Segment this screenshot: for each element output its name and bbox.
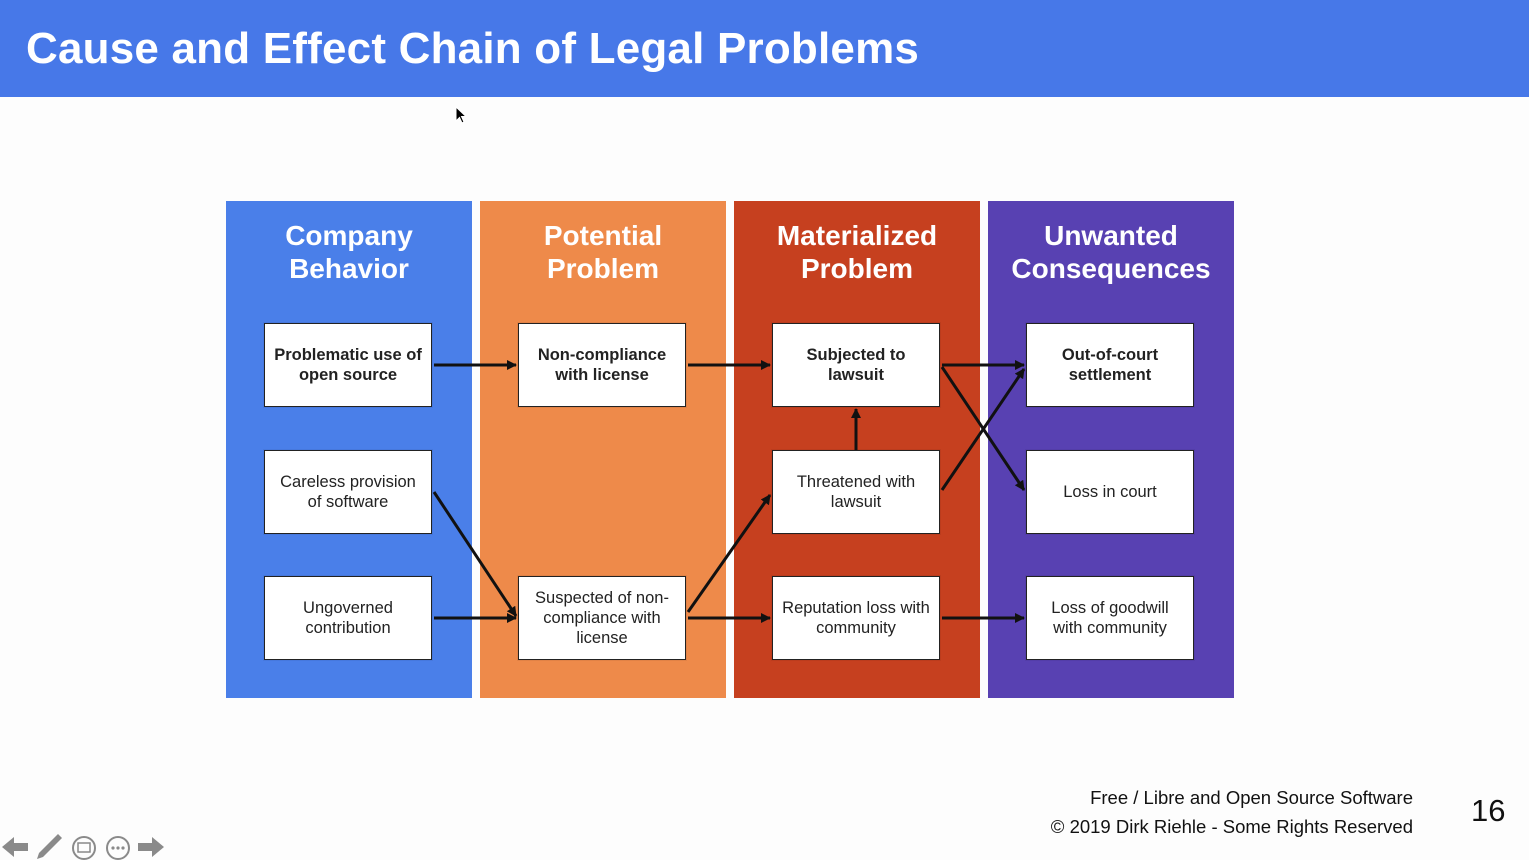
box-careless-provision: Careless provision of software	[264, 450, 432, 534]
column-title: Company Behavior	[285, 220, 413, 284]
previous-arrow-icon[interactable]	[2, 837, 28, 857]
arrow-careless-to-suspected	[432, 491, 518, 617]
slide-header: Cause and Effect Chain of Legal Problems	[0, 0, 1529, 97]
mouse-cursor-icon	[455, 106, 468, 124]
box-loss-goodwill: Loss of goodwill with community	[1026, 576, 1194, 660]
footer-line1: Free / Libre and Open Source Software	[1090, 787, 1413, 808]
box-ungoverned-contribution: Ungoverned contribution	[264, 576, 432, 660]
box-threatened-lawsuit: Threatened with lawsuit	[772, 450, 940, 534]
box-non-compliance: Non-compliance with license	[518, 323, 686, 407]
more-icon[interactable]	[106, 836, 130, 860]
column-title: Potential Problem	[543, 220, 663, 284]
box-problematic-use: Problematic use of open source	[264, 323, 432, 407]
slides-icon[interactable]	[72, 836, 96, 860]
column-title: Unwanted Consequences	[1011, 220, 1211, 284]
page-number: 16	[1471, 793, 1506, 828]
box-suspected-non-compliance: Suspected of non-compliance with license	[518, 576, 686, 660]
arrow-suspected-to-threatened	[686, 494, 772, 613]
box-subjected-lawsuit: Subjected to lawsuit	[772, 323, 940, 407]
footer-line2: © 2019 Dirk Riehle - Some Rights Reserve…	[1050, 816, 1413, 837]
box-reputation-loss: Reputation loss with community	[772, 576, 940, 660]
next-arrow-icon[interactable]	[138, 837, 164, 857]
slideshow-controls	[2, 834, 164, 860]
box-out-of-court: Out-of-court settlement	[1026, 323, 1194, 407]
arrow-threatened-to-outofcourt	[940, 368, 1026, 491]
box-loss-in-court: Loss in court	[1026, 450, 1194, 534]
slide-title: Cause and Effect Chain of Legal Problems	[26, 24, 920, 73]
pen-icon[interactable]	[37, 834, 62, 859]
column-title: Materialized Problem	[776, 220, 938, 284]
